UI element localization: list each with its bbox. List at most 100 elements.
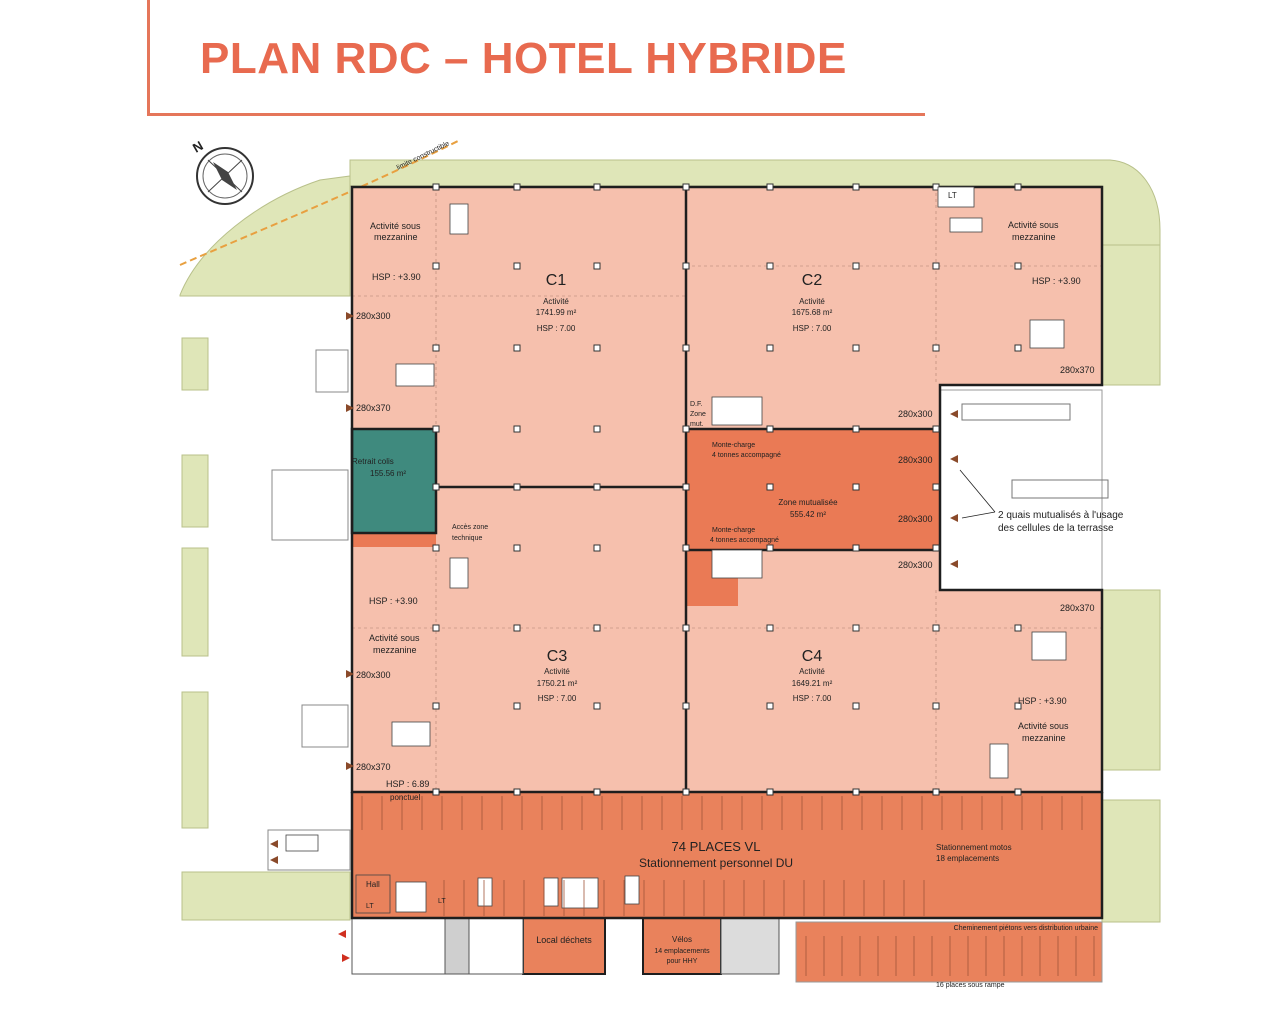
truck-bottom	[1011, 479, 1109, 499]
c4-mezz-line1: Activité sous	[1018, 721, 1069, 731]
column-marker	[766, 702, 774, 710]
column-marker	[852, 702, 860, 710]
door-label-dock-1: 280x300	[898, 409, 933, 419]
local-dechets-label: Local déchets	[536, 935, 592, 945]
c4-hsp-mezz: HSP : +3.90	[1018, 696, 1067, 706]
column-marker	[513, 183, 521, 191]
compass-needle-icon	[213, 162, 237, 190]
cell-c4-east	[940, 590, 1102, 792]
labels: Activité sous mezzanine HSP : +3.90 C1 A…	[352, 191, 1124, 989]
column-marker	[1014, 183, 1022, 191]
door-arrow-icon	[346, 762, 354, 770]
column-marker	[932, 702, 940, 710]
motos-line2: 18 emplacements	[936, 854, 999, 863]
car-icon	[477, 877, 493, 907]
entry-arrow-icon	[342, 954, 350, 962]
column-marker	[766, 425, 774, 433]
door-label-c3-1: 280x300	[356, 670, 391, 680]
monte-charge-bottom-1: Monte-charge	[712, 527, 755, 534]
acces-technique-strip	[352, 533, 436, 547]
column-marker	[682, 344, 690, 352]
quais-callout-line	[959, 469, 996, 519]
column-marker	[513, 483, 521, 491]
c1-mezz-line2: mezzanine	[374, 232, 418, 242]
door-arrow-icon	[346, 404, 354, 412]
acces-zone-line1: Accès zone	[452, 524, 488, 531]
hall-box	[355, 874, 391, 914]
c2-use: Activité	[799, 297, 825, 306]
column-marker	[932, 262, 940, 270]
car-icon	[624, 875, 640, 905]
column-marker	[1014, 262, 1022, 270]
green-area-west-2	[181, 454, 209, 528]
monte-charge-icon	[711, 549, 763, 579]
quais-note-line2: des cellules de la terrasse	[998, 523, 1114, 534]
lt-label-2: LT	[438, 898, 446, 905]
c2-name: C2	[802, 272, 823, 289]
column-marker	[432, 344, 440, 352]
stair-icon	[395, 881, 427, 913]
c4-hsp: HSP : 7.00	[793, 694, 832, 703]
acces-zone-line2: technique	[452, 535, 482, 542]
ponctuel-label: ponctuel	[390, 793, 420, 802]
column-marker	[852, 544, 860, 552]
local-dechets-area	[522, 917, 606, 975]
retrait-name: Retrait colis	[352, 457, 394, 466]
green-area-southwest	[181, 871, 351, 921]
door-label-c1-1: 280x300	[356, 311, 391, 321]
equipment	[285, 186, 1067, 914]
cell-c1-lower	[436, 429, 686, 487]
c1-mezz-line1: Activité sous	[370, 221, 421, 231]
column-marker	[593, 624, 601, 632]
column-marker	[432, 544, 440, 552]
column-marker	[766, 788, 774, 796]
places-rampe-label: 16 places sous rampe	[936, 982, 1005, 989]
column-marker	[852, 483, 860, 491]
column-marker	[432, 183, 440, 191]
stair-icon	[395, 363, 435, 387]
cell-c2	[686, 187, 1102, 385]
door-arrow-icon	[346, 312, 354, 320]
cell-c1	[352, 187, 686, 429]
hsp-ponctuel: HSP : 6.89	[386, 779, 429, 789]
hall-label: Hall	[366, 880, 380, 889]
green-area-east-1	[1101, 244, 1161, 386]
column-marker	[682, 483, 690, 491]
stair-icon	[1031, 631, 1067, 661]
c3-mezz-line1: Activité sous	[369, 633, 420, 643]
column-marker	[852, 183, 860, 191]
c1-area: 1741.99 m²	[536, 308, 577, 317]
cheminement-label: Cheminement piétons vers distribution ur…	[954, 925, 1098, 932]
column-marker	[513, 788, 521, 796]
zone-mut-short-1: Zone	[690, 411, 706, 418]
column-marker	[932, 624, 940, 632]
column-marker	[593, 183, 601, 191]
interior-grid-lines	[352, 187, 1102, 792]
truck-top	[961, 403, 1071, 421]
c3-hsp-mezz: HSP : +3.90	[369, 596, 418, 606]
c2-hsp: HSP : 7.00	[793, 324, 832, 333]
parking-stalls	[361, 796, 1095, 976]
motos-line1: Stationnement motos	[936, 843, 1012, 852]
column-marker	[593, 544, 601, 552]
structural-columns	[432, 183, 1022, 796]
column-marker	[513, 262, 521, 270]
column-marker	[593, 425, 601, 433]
column-marker	[766, 183, 774, 191]
ramp-area	[795, 921, 1103, 983]
green-area-west-4	[181, 691, 209, 829]
column-marker	[932, 344, 940, 352]
velos-area	[642, 917, 722, 975]
stair-icon	[989, 743, 1009, 779]
c3-use: Activité	[544, 667, 570, 676]
west-parking-bay-3	[301, 704, 349, 748]
green-area-south	[1101, 799, 1161, 923]
door-label-dock-4: 280x300	[898, 560, 933, 570]
retrait-area: 155.56 m²	[370, 469, 406, 478]
c3-mezz-line2: mezzanine	[373, 645, 417, 655]
column-marker	[513, 344, 521, 352]
door-markers	[270, 312, 958, 864]
c3-hsp: HSP : 7.00	[538, 694, 577, 703]
compass-north-label: N	[190, 138, 206, 156]
zone-mutualisee-area	[686, 429, 940, 550]
